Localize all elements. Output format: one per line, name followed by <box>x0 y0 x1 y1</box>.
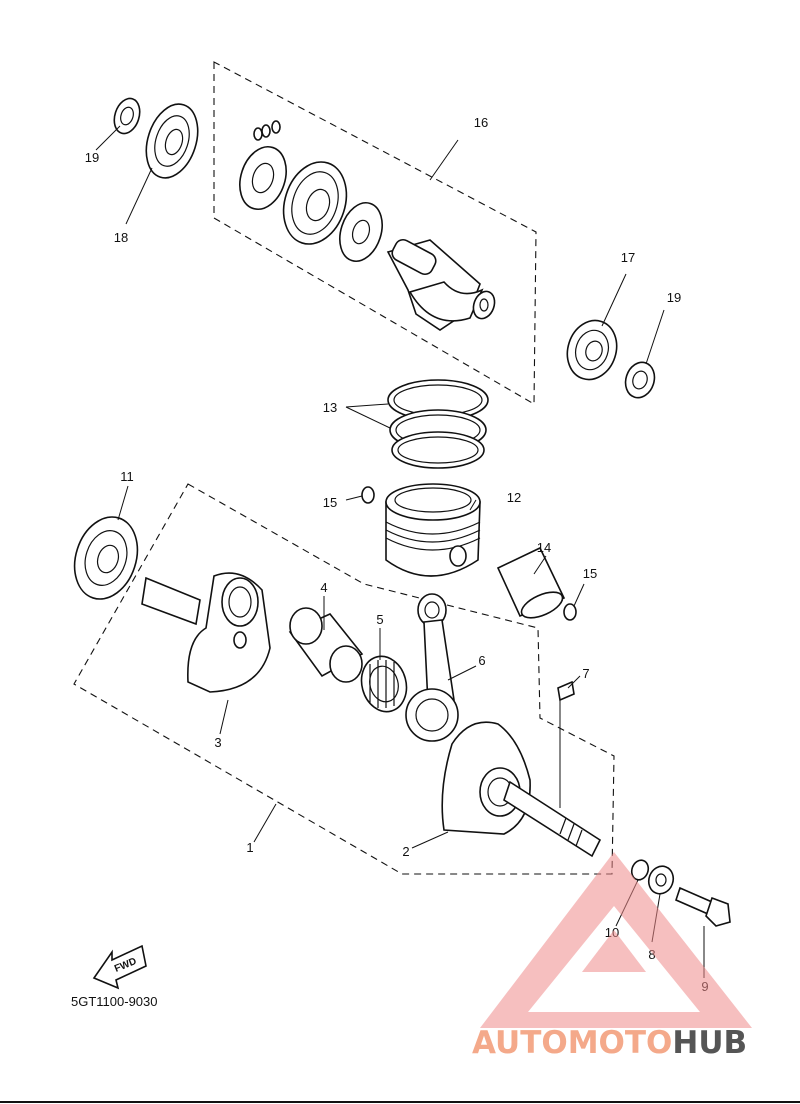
oil-seal-19-right <box>624 361 656 399</box>
piston-pin-clip-right <box>563 603 577 621</box>
callout-18: 18 <box>114 230 128 245</box>
callout-16: 16 <box>474 115 488 130</box>
balancer-driven-gear <box>282 161 348 245</box>
callout-13: 13 <box>323 400 337 415</box>
balancer-group-boundary <box>213 61 537 405</box>
callout-3: 3 <box>214 735 221 750</box>
bearing-17 <box>566 319 618 381</box>
balancer-shaft <box>386 238 496 331</box>
balancer-washer <box>339 202 383 262</box>
piston <box>385 483 481 577</box>
callout-12: 12 <box>507 490 521 505</box>
callout-labels: 16 19 18 17 19 13 11 15 12 14 15 4 5 6 7… <box>85 115 709 994</box>
callout-6: 6 <box>478 653 485 668</box>
drawing-code: 5GT1100-9030 <box>71 994 158 1009</box>
watermark: AUTOMOTOHUB <box>472 852 752 1061</box>
callout-15-left: 15 <box>323 495 337 510</box>
crankshaft-left <box>141 572 271 693</box>
o-ring <box>630 859 650 881</box>
callout-14: 14 <box>537 540 551 555</box>
callout-8: 8 <box>648 947 655 962</box>
bolt <box>675 886 731 927</box>
watermark-triangle-icon <box>480 852 752 1028</box>
callout-1: 1 <box>246 840 253 855</box>
watermark-text-primary: AUTOMOTO <box>472 1025 672 1061</box>
callout-4: 4 <box>320 580 327 595</box>
crank-pin <box>288 607 364 683</box>
leader-lines <box>95 125 705 978</box>
bearing-18 <box>145 103 199 179</box>
piston-pin <box>496 546 566 619</box>
oil-seal-19-left <box>113 97 141 135</box>
callout-19-left: 19 <box>85 150 99 165</box>
callout-11: 11 <box>120 469 134 484</box>
bearing-11 <box>73 516 139 600</box>
watermark-text-secondary: HUB <box>672 1025 747 1061</box>
callout-7: 7 <box>582 666 589 681</box>
connecting-rod <box>405 593 459 742</box>
washer <box>647 865 675 895</box>
piston-pin-clip-left <box>361 486 375 504</box>
piston-ring-set <box>387 379 489 469</box>
callout-19-right: 19 <box>667 290 681 305</box>
fwd-arrow: FWD <box>92 944 147 990</box>
callout-15-right: 15 <box>583 566 597 581</box>
callout-2: 2 <box>402 844 409 859</box>
balancer-keys <box>253 120 281 141</box>
callout-17: 17 <box>621 250 635 265</box>
balancer-assembly <box>239 120 496 331</box>
crankshaft-group-boundary <box>73 483 615 875</box>
needle-bearing <box>360 655 408 713</box>
crankshaft-right <box>441 721 602 858</box>
balancer-drive-gear <box>239 146 287 210</box>
callout-5: 5 <box>376 612 383 627</box>
watermark-text: AUTOMOTOHUB <box>472 1025 747 1061</box>
